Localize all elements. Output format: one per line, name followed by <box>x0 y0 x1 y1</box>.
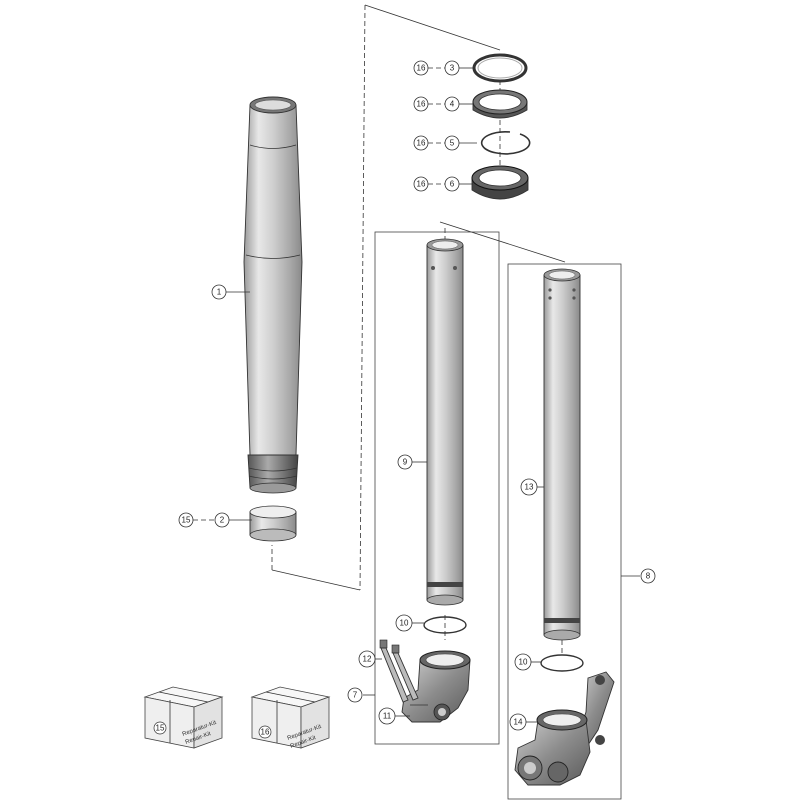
svg-text:10: 10 <box>519 658 528 667</box>
svg-text:4: 4 <box>450 100 455 109</box>
repair-kit-box-15: 15 Reparatur-Kit Repair-Kit <box>143 686 224 749</box>
svg-text:12: 12 <box>363 655 372 664</box>
inner-tube-right-part <box>543 268 581 641</box>
snap-ring-part-5 <box>480 131 531 155</box>
callout-16-c: 16 <box>413 135 429 151</box>
assembly-box-8 <box>507 263 622 800</box>
callout-16-d: 16 <box>413 176 429 192</box>
callout-13: 13 <box>520 478 538 496</box>
svg-text:13: 13 <box>525 483 534 492</box>
svg-text:14: 14 <box>514 718 523 727</box>
callout-5: 5 <box>444 135 460 151</box>
svg-text:15: 15 <box>182 516 191 525</box>
callout-14: 14 <box>509 713 527 731</box>
svg-text:6: 6 <box>450 180 455 189</box>
axle-clamp-right-part <box>514 671 615 786</box>
ring-part-3 <box>472 53 528 83</box>
svg-text:10: 10 <box>400 619 409 628</box>
callout-7: 7 <box>347 687 363 703</box>
outer-tube-part <box>243 96 303 494</box>
o-ring-left-part <box>423 616 467 634</box>
svg-text:1: 1 <box>217 288 222 297</box>
o-ring-right-part <box>540 654 584 672</box>
callout-4: 4 <box>444 96 460 112</box>
callout-leaders <box>193 67 640 723</box>
svg-text:16: 16 <box>417 180 426 189</box>
axle-clamp-left-part <box>401 650 471 723</box>
callout-10-right: 10 <box>514 653 532 671</box>
callout-2: 2 <box>214 512 230 528</box>
svg-text:2: 2 <box>220 516 225 525</box>
kit-15-number: 15 <box>156 724 165 733</box>
inner-tube-left-part <box>426 238 464 606</box>
svg-text:3: 3 <box>450 64 455 73</box>
seal-part-4 <box>472 89 528 119</box>
callout-12: 12 <box>358 650 376 668</box>
svg-text:9: 9 <box>403 458 408 467</box>
kit-16-number: 16 <box>261 728 270 737</box>
screws-part <box>379 639 419 703</box>
svg-text:7: 7 <box>353 691 358 700</box>
callout-11: 11 <box>378 707 396 725</box>
callout-16-a: 16 <box>413 60 429 76</box>
svg-text:11: 11 <box>383 712 392 721</box>
callout-16-b: 16 <box>413 96 429 112</box>
svg-text:8: 8 <box>646 572 651 581</box>
callout-3: 3 <box>444 60 460 76</box>
callout-10-left: 10 <box>395 614 413 632</box>
callout-15: 15 <box>178 512 194 528</box>
callout-6: 6 <box>444 176 460 192</box>
seal-part-6 <box>471 165 529 200</box>
callout-8: 8 <box>640 568 656 584</box>
callout-9: 9 <box>397 454 413 470</box>
callout-1: 1 <box>211 284 227 300</box>
svg-text:5: 5 <box>450 139 455 148</box>
assembly-box-7 <box>374 231 500 745</box>
repair-kit-box-16: 16 Reparatur-Kit Repair-Kit <box>250 686 331 750</box>
bushing-part <box>249 505 297 542</box>
svg-text:16: 16 <box>417 64 426 73</box>
svg-text:16: 16 <box>417 100 426 109</box>
svg-text:16: 16 <box>417 139 426 148</box>
